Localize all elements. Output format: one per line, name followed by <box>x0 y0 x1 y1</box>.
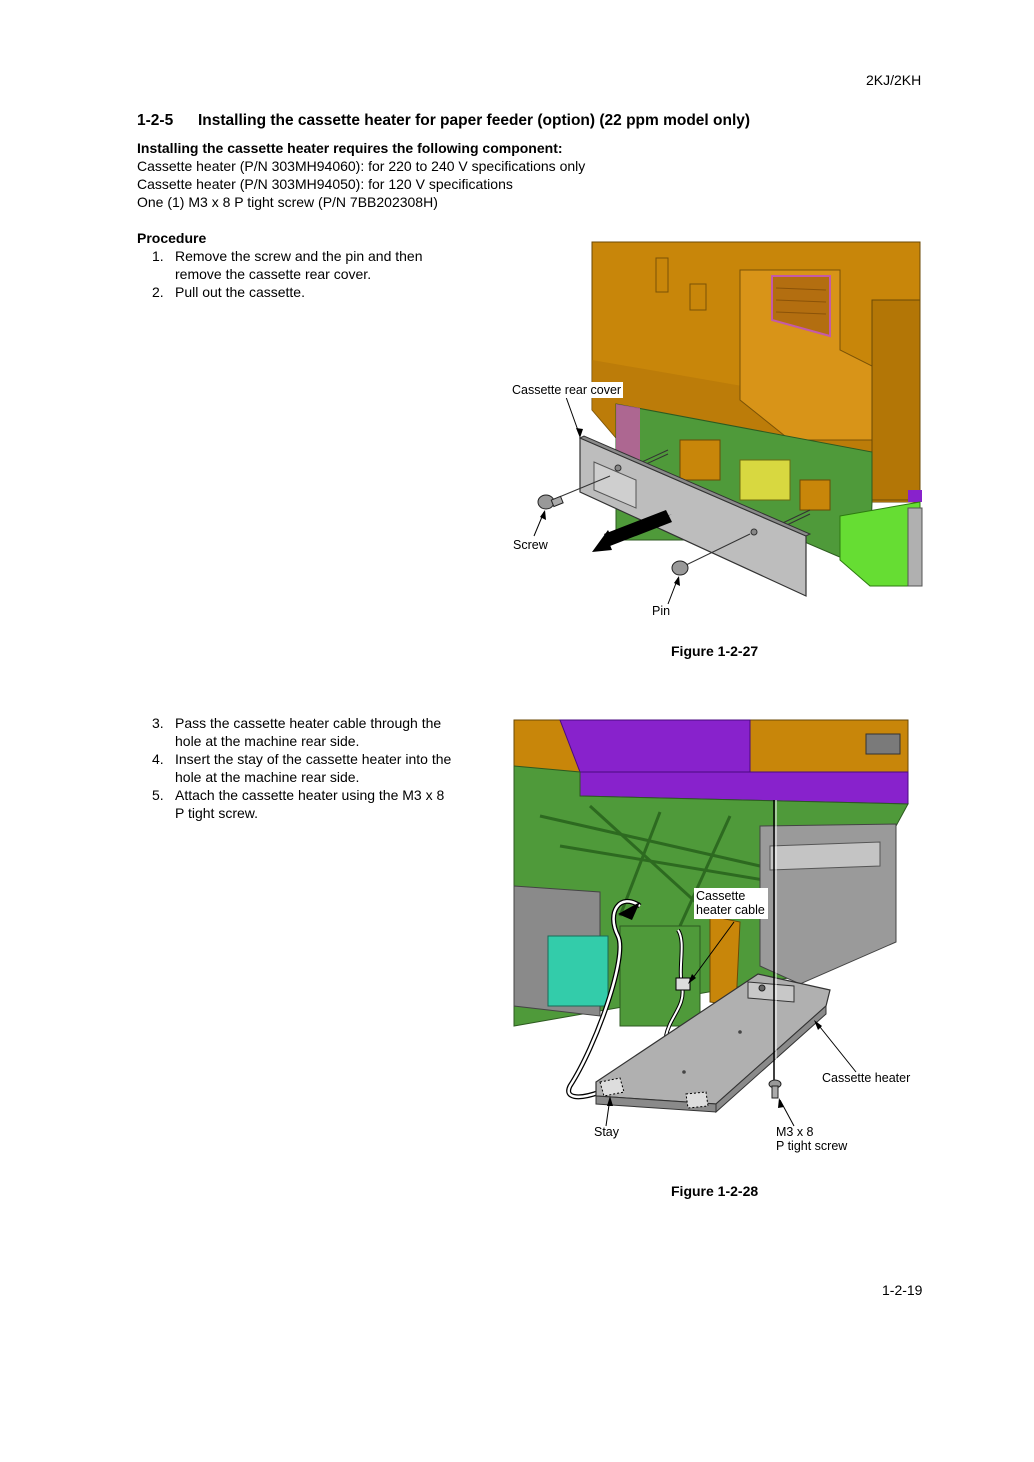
cover-edge <box>578 435 812 537</box>
internal-part <box>739 459 791 501</box>
plate-hole <box>682 1070 686 1074</box>
cover-recess <box>593 461 637 509</box>
label-cassette-heater: Cassette heater <box>822 1071 911 1085</box>
pin-path-line <box>683 533 751 567</box>
paper-feeder <box>839 501 921 587</box>
cable-connector <box>675 977 691 991</box>
feeder-side <box>907 507 923 587</box>
label-screw: Screw <box>513 538 548 552</box>
procedure-step-3: 3. Pass the cassette heater cable throug… <box>152 714 482 754</box>
step-text: P tight screw. <box>175 805 259 821</box>
internal-part <box>679 439 721 481</box>
requirement-item: Cassette heater (P/N 303MH94050): for 12… <box>137 176 513 192</box>
label-m3x8-screw: M3 x 8 P tight screw <box>776 1125 847 1153</box>
heater-cable-inner <box>567 900 641 1099</box>
screw-path-line <box>551 475 611 501</box>
requirement-item: One (1) M3 x 8 P tight screw (P/N 7BB202… <box>137 194 438 210</box>
stay <box>599 1077 625 1097</box>
vent-line <box>775 311 827 315</box>
figure-caption: Figure 1-2-28 <box>671 1183 759 1199</box>
machine-slot <box>689 283 707 311</box>
rail-guide <box>769 841 881 871</box>
callout-arrowhead <box>778 1098 784 1108</box>
figure-cassette-rear-cover-removal <box>533 241 923 605</box>
machine-side <box>871 299 921 501</box>
vent-line <box>775 299 827 303</box>
procedure-heading: Procedure <box>137 230 207 246</box>
internal-part <box>799 479 831 511</box>
section-number: 1-2-5 <box>137 112 174 129</box>
screw-hole <box>614 464 622 472</box>
purple-strip <box>908 490 922 502</box>
cable-direction-arrow <box>618 902 640 920</box>
step-number: 4. <box>152 751 164 767</box>
label-line: M3 x 8 <box>776 1125 814 1139</box>
label-stay: Stay <box>594 1125 620 1139</box>
arrow-shaft <box>604 510 672 546</box>
screw-shaft <box>550 495 564 508</box>
step-number: 1. <box>152 248 164 264</box>
step-number: 3. <box>152 715 164 731</box>
vent-line <box>775 287 827 291</box>
plate-hole <box>738 1030 742 1034</box>
callout-arrowhead <box>674 576 680 586</box>
section-title: Installing the cassette heater for paper… <box>198 112 751 129</box>
step-text: Pass the cassette heater cable through t… <box>175 715 442 731</box>
step-text: Insert the stay of the cassette heater i… <box>175 751 452 767</box>
callout-arrowhead <box>576 428 583 438</box>
plate-edge <box>715 1004 827 1114</box>
step-text: hole at the machine rear side. <box>175 769 360 785</box>
callout-leader <box>689 921 735 983</box>
callout-leader <box>815 1021 857 1073</box>
pin-hole <box>750 528 758 536</box>
procedure-step-5: 5. Attach the cassette heater using the … <box>152 786 482 826</box>
callout-arrowhead <box>607 1096 613 1106</box>
label-line: Cassette <box>696 889 746 903</box>
label-line: heater cable <box>696 903 765 917</box>
machine-slot <box>655 257 669 293</box>
requirements-heading: Installing the cassette heater requires … <box>137 140 563 156</box>
label-cassette-heater-cable: Cassette heater cable <box>694 888 768 919</box>
stay <box>685 1091 709 1109</box>
callout-arrowhead <box>814 1020 822 1030</box>
figure-caption: Figure 1-2-27 <box>671 643 759 659</box>
procedure-step-1: 1. Remove the screw and the pin and then… <box>152 247 472 287</box>
screw-shaft <box>771 1085 779 1099</box>
vent-grille <box>771 275 831 338</box>
callout-arrowhead <box>540 510 546 520</box>
step-text: Attach the cassette heater using the M3 … <box>175 787 445 803</box>
procedure-step-4: 4. Insert the stay of the cassette heate… <box>152 750 482 790</box>
document-model-code: 2KJ/2KH <box>866 72 922 88</box>
step-number: 2. <box>152 284 164 300</box>
board-part <box>619 925 701 1027</box>
figure-cassette-heater-installation <box>513 719 909 1127</box>
machine-label-plate <box>865 733 901 755</box>
page-number: 1-2-19 <box>882 1282 923 1298</box>
step-text: Remove the screw and the pin and then <box>175 248 423 264</box>
step-text: hole at the machine rear side. <box>175 733 360 749</box>
label-pin: Pin <box>652 604 671 618</box>
pin-icon <box>671 560 689 576</box>
step-text: Pull out the cassette. <box>175 284 305 300</box>
step-number: 5. <box>152 787 164 803</box>
label-cassette-rear-cover: Cassette rear cover <box>510 382 624 398</box>
purple-part <box>559 719 751 773</box>
plate-bracket <box>747 981 795 1003</box>
step-text: remove the cassette rear cover. <box>175 266 372 282</box>
teal-part <box>547 935 609 1007</box>
label-line: P tight screw <box>776 1139 848 1153</box>
procedure-step-2: 2. Pull out the cassette. <box>152 283 472 303</box>
screw-hole <box>758 984 766 992</box>
requirement-item: Cassette heater (P/N 303MH94060): for 22… <box>137 158 586 174</box>
callout-arrowhead <box>688 974 696 984</box>
